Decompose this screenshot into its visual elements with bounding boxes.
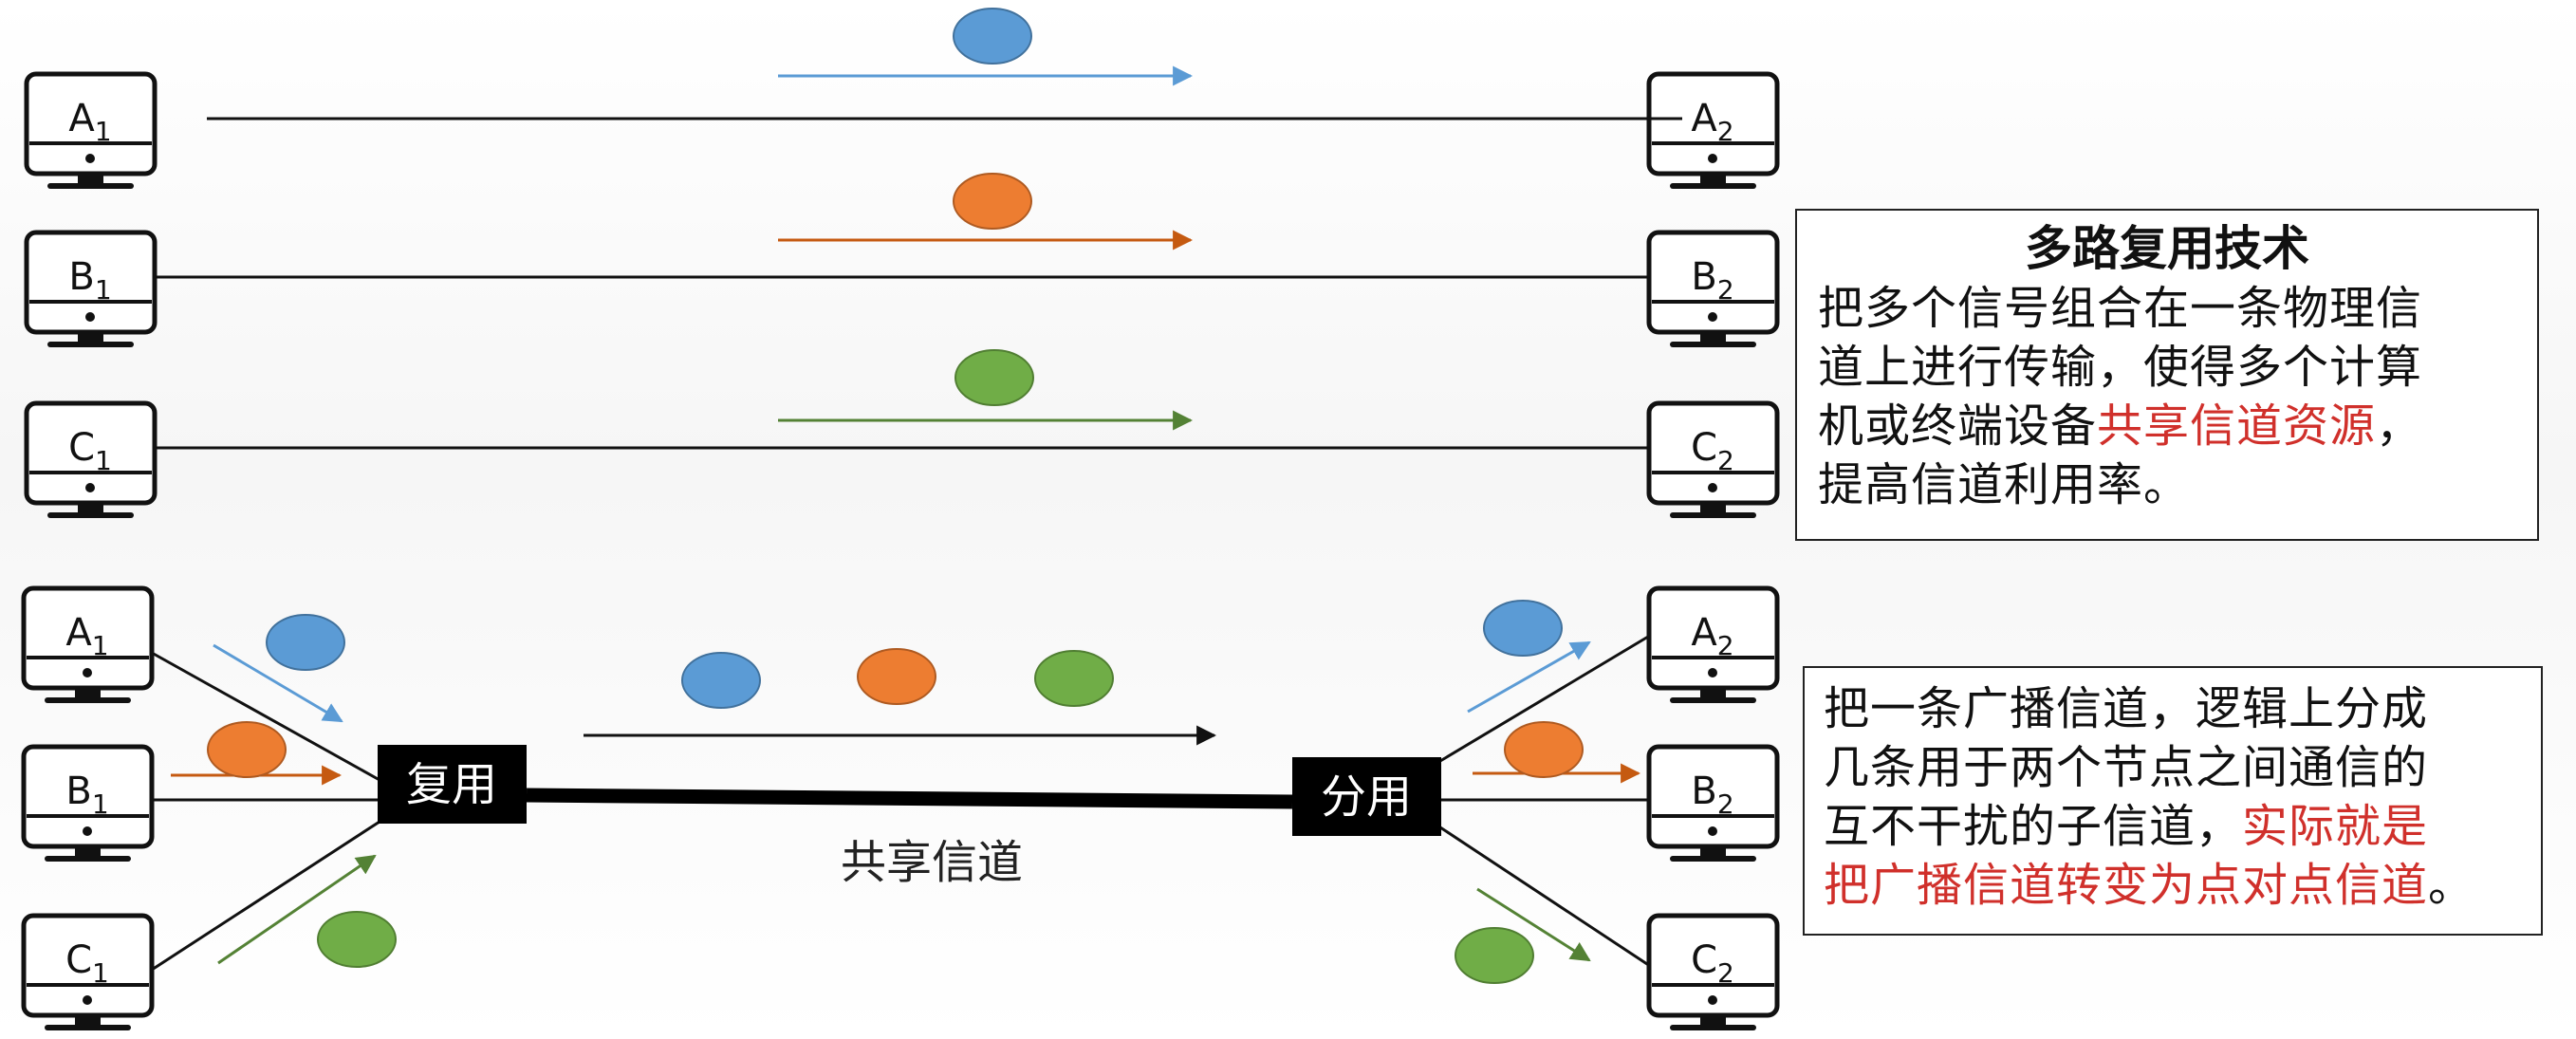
broadcast-line: 互不干扰的子信道，实际就是 — [1824, 797, 2522, 856]
computer-label: B1 — [65, 770, 108, 820]
computer-b2-bottom: B2 — [1646, 744, 1780, 862]
broadcast-channel-box: 把一条广播信道，逻辑上分成 几条用于两个节点之间通信的 互不干扰的子信道，实际就… — [1803, 666, 2543, 936]
shared-channel-label: 共享信道 — [841, 836, 1023, 889]
computer-label: B2 — [1691, 770, 1733, 820]
definition-text: 把多个信号组合在一条物理信 道上进行传输，使得多个计算 机或终端设备共享信道资源… — [1818, 279, 2516, 514]
incoming-arrow-blue — [213, 643, 343, 723]
computer-label: B2 — [1691, 255, 1733, 306]
text-span: 道上进行传输，使得多个计算 — [1818, 341, 2423, 394]
definition-line: 机或终端设备共享信道资源， — [1818, 397, 2516, 455]
definition-line: 把多个信号组合在一条物理信 — [1818, 279, 2516, 338]
text-span: ， — [2376, 399, 2423, 453]
outgoing-ball-green — [1455, 927, 1534, 984]
mux-label: 复用 — [406, 758, 497, 811]
signal-ball-green — [954, 349, 1034, 406]
computer-label: B1 — [68, 255, 111, 306]
outgoing-arrow-blue — [1467, 640, 1591, 714]
signal-ball-orange — [953, 173, 1032, 230]
shared-ball-orange — [857, 648, 936, 705]
shared-ball-green — [1034, 650, 1114, 707]
computer-a2-top: A2 — [1646, 71, 1780, 189]
mux-box — [378, 745, 527, 824]
highlight-span: 把广播信道转变为点对点信道 — [1824, 859, 2429, 912]
computer-label: C1 — [65, 938, 109, 989]
demux-label: 分用 — [1321, 770, 1412, 824]
computer-b1-top: B1 — [24, 230, 158, 347]
computer-c2-bottom: C2 — [1646, 913, 1780, 1030]
computer-b1-bottom: B1 — [21, 744, 155, 862]
definition-line: 道上进行传输，使得多个计算 — [1818, 338, 2516, 397]
computer-c1-bottom: C1 — [21, 913, 155, 1030]
broadcast-text: 把一条广播信道，逻辑上分成 几条用于两个节点之间通信的 互不干扰的子信道，实际就… — [1824, 679, 2522, 915]
text-span: 。 — [2428, 859, 2475, 912]
computer-c2-top: C2 — [1646, 400, 1780, 518]
definition-title: 多路复用技术 — [2025, 221, 2309, 276]
outgoing-arrow-green — [1476, 887, 1591, 962]
outgoing-ball-orange — [1504, 721, 1584, 778]
broadcast-line: 把一条广播信道，逻辑上分成 — [1824, 679, 2522, 738]
shared-ball-blue — [681, 652, 761, 709]
computer-label: C2 — [1691, 938, 1734, 989]
computer-c1-top: C1 — [24, 400, 158, 518]
demux-link-c — [1439, 826, 1654, 970]
incoming-ball-blue — [266, 614, 345, 671]
mux-link-a — [151, 651, 380, 782]
computer-a1-bottom: A1 — [21, 585, 155, 703]
multiplexing-definition-box: 多路复用技术 把多个信号组合在一条物理信 道上进行传输，使得多个计算 机或终端设… — [1795, 209, 2539, 541]
demux-box — [1292, 757, 1441, 836]
shared-channel-line — [526, 788, 1293, 809]
text-span: 把多个信号组合在一条物理信 — [1818, 282, 2423, 335]
incoming-ball-green — [317, 911, 397, 968]
mux-link-c — [151, 820, 380, 972]
computer-label: A1 — [65, 611, 108, 661]
computer-label: C2 — [1691, 426, 1734, 476]
text-span: 机或终端设备 — [1818, 399, 2098, 453]
outgoing-ball-blue — [1483, 600, 1563, 657]
text-span: 把一条广播信道，逻辑上分成 — [1824, 682, 2429, 735]
incoming-ball-orange — [207, 721, 287, 778]
computer-label: A1 — [68, 97, 111, 147]
text-span: 提高信道利用率。 — [1818, 458, 2191, 511]
text-span: 互不干扰的子信道， — [1824, 800, 2243, 853]
computer-label: C1 — [68, 426, 112, 476]
computer-b2-top: B2 — [1646, 230, 1780, 347]
text-span: 几条用于两个节点之间通信的 — [1824, 741, 2429, 794]
computer-a1-top: A1 — [24, 71, 158, 189]
signal-ball-blue — [953, 8, 1032, 65]
incoming-arrow-green — [217, 854, 377, 965]
computer-label: A2 — [1691, 611, 1733, 661]
computer-label: A2 — [1691, 97, 1733, 147]
broadcast-line: 把广播信道转变为点对点信道。 — [1824, 856, 2522, 915]
highlight-span: 共享信道资源 — [2097, 399, 2377, 453]
demux-link-a — [1439, 632, 1654, 763]
definition-line: 提高信道利用率。 — [1818, 455, 2516, 514]
highlight-span: 实际就是 — [2242, 800, 2429, 853]
broadcast-line: 几条用于两个节点之间通信的 — [1824, 738, 2522, 797]
computer-a2-bottom: A2 — [1646, 585, 1780, 703]
